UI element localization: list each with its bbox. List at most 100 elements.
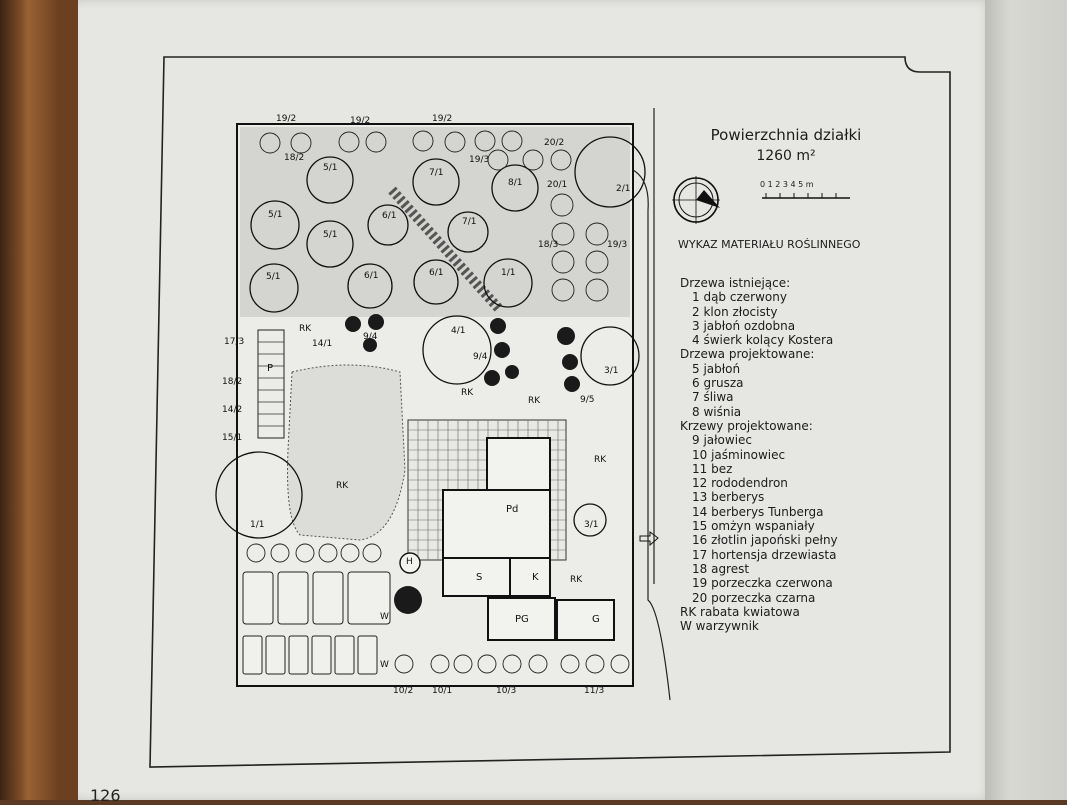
street-edge xyxy=(632,169,671,701)
shrub-label: 20/2 xyxy=(544,138,565,148)
flowerbed-label: RK xyxy=(528,396,541,406)
shrub-label: 19/2 xyxy=(350,116,371,126)
list-item: 2 klon złocisty xyxy=(692,304,778,319)
flowerbed-label: RK xyxy=(594,455,607,465)
drawing-frame xyxy=(149,56,951,768)
vegetable-label: W xyxy=(380,612,389,622)
tree-3-1 xyxy=(580,326,640,386)
tree-7-1-b xyxy=(447,211,489,253)
tree-4-1 xyxy=(422,315,492,385)
section-heading: Drzewa projektowane: xyxy=(680,347,815,362)
list-item: 9 jałowiec xyxy=(692,433,753,448)
room-g: G xyxy=(592,614,600,625)
plant-list: Drzewa istniejące: 1 dąb czerwony 2 klon… xyxy=(680,276,838,633)
list-item: 18 agrest xyxy=(692,561,750,576)
tree-label: 5/1 xyxy=(268,210,283,220)
scale-bar xyxy=(762,193,850,199)
tree-label: 1/1 xyxy=(501,268,516,278)
shrub-label: 14/1 xyxy=(312,339,333,349)
vegetable-label: W xyxy=(380,660,389,670)
house xyxy=(442,437,615,641)
abbrev-item: W warzywnik xyxy=(680,619,759,634)
section-heading: Krzewy projektowane: xyxy=(680,418,813,433)
list-item: 19 porzeczka czerwona xyxy=(692,576,833,591)
bottom-shrubs xyxy=(246,543,630,674)
tree-1-1 xyxy=(215,451,303,539)
shrub-label: 11/3 xyxy=(584,686,605,696)
tree-7-1-a xyxy=(412,158,460,206)
list-item: 14 berberys Tunberga xyxy=(692,504,824,519)
abbrev-item: RK rabata kwiatowa xyxy=(680,604,800,619)
vegetable-beds xyxy=(242,571,391,675)
tree-canopies xyxy=(215,136,646,539)
feature-h-label: H xyxy=(406,557,413,567)
legend-panel: Powierzchnia działki 1260 m² 0 1 2 3 4 5… xyxy=(676,126,936,633)
shrub-label: 9/4 xyxy=(473,352,488,362)
flowerbed-label: RK xyxy=(570,575,583,585)
tree-label: 6/1 xyxy=(429,268,444,278)
tree-label: 8/1 xyxy=(508,178,523,188)
shrub-label: 10/1 xyxy=(432,686,453,696)
tree-label: 5/1 xyxy=(323,163,338,173)
shrubs xyxy=(259,130,609,302)
tree-3-1-small xyxy=(573,503,607,537)
tree-label: 7/1 xyxy=(462,217,477,227)
scale-label: 0 1 2 3 4 5 m xyxy=(760,180,814,189)
tree-6-1-b xyxy=(347,263,393,309)
tree-1-1-top xyxy=(483,258,533,308)
flowerbed-label: RK xyxy=(461,388,474,398)
list-item: 3 jabłoń ozdobna xyxy=(692,318,796,333)
list-item: 16 złotlin japoński pełny xyxy=(692,533,838,548)
tree-5-1-c xyxy=(306,156,354,204)
tree-label: 5/1 xyxy=(266,272,281,282)
flowerbed-label: RK xyxy=(336,481,349,491)
tree-label: 4/1 xyxy=(451,326,466,336)
dark-shrubs xyxy=(345,314,580,614)
list-item: 7 śliwa xyxy=(692,390,734,405)
shrub-label: 15/1 xyxy=(222,433,243,443)
lawn-area xyxy=(287,364,406,541)
tree-label: 1/1 xyxy=(250,520,265,530)
tree-2-1 xyxy=(574,136,646,208)
tree-label: 6/1 xyxy=(364,271,379,281)
parking-label: P xyxy=(267,363,274,374)
tree-label: 6/1 xyxy=(382,211,397,221)
tree-label: 3/1 xyxy=(584,520,599,530)
list-item: 15 omżyn wspaniały xyxy=(692,519,815,534)
shrub-label: 20/1 xyxy=(547,180,568,190)
list-item: 12 rododendron xyxy=(692,476,788,491)
plot-area-value: 1260 m² xyxy=(756,148,816,164)
parking-area xyxy=(257,329,285,439)
entrance-arrow-icon xyxy=(639,531,659,547)
shrub-label: 19/2 xyxy=(432,114,453,124)
tree-5-1-b xyxy=(249,263,299,313)
room-pg: PG xyxy=(515,614,529,625)
tree-label: 3/1 xyxy=(604,366,619,376)
room-k: K xyxy=(532,572,539,583)
tree-label: 7/1 xyxy=(429,168,444,178)
plot-area-title: Powierzchnia działki xyxy=(710,126,862,144)
page-number: 126 xyxy=(90,786,121,805)
shrub-label: 9/5 xyxy=(580,395,595,405)
shrub-label: 19/2 xyxy=(276,114,297,124)
shrub-label: 18/3 xyxy=(538,240,559,250)
list-item: 13 berberys xyxy=(692,490,765,505)
tree-5-1-a xyxy=(250,200,300,250)
flowerbed-label: RK xyxy=(299,324,312,334)
shrub-label: 18/2 xyxy=(222,377,243,387)
tree-6-1-a xyxy=(367,204,409,246)
list-item: 20 porzeczka czarna xyxy=(692,590,816,605)
plant-list-title: WYKAZ MATERIAŁU ROŚLINNEGO xyxy=(678,238,861,251)
tree-5-1-d xyxy=(306,220,354,268)
room-s: S xyxy=(476,572,483,583)
list-item: 5 jabłoń xyxy=(692,361,741,376)
shrub-label: 10/2 xyxy=(393,686,414,696)
tree-label: 5/1 xyxy=(323,230,338,240)
shrub-label: 19/3 xyxy=(607,240,628,250)
orchard-path xyxy=(388,186,504,314)
list-item: 1 dąb czerwony xyxy=(692,290,787,305)
tree-6-1-c xyxy=(413,259,459,305)
list-item: 11 bez xyxy=(692,461,733,476)
shrub-label: 18/2 xyxy=(284,153,305,163)
